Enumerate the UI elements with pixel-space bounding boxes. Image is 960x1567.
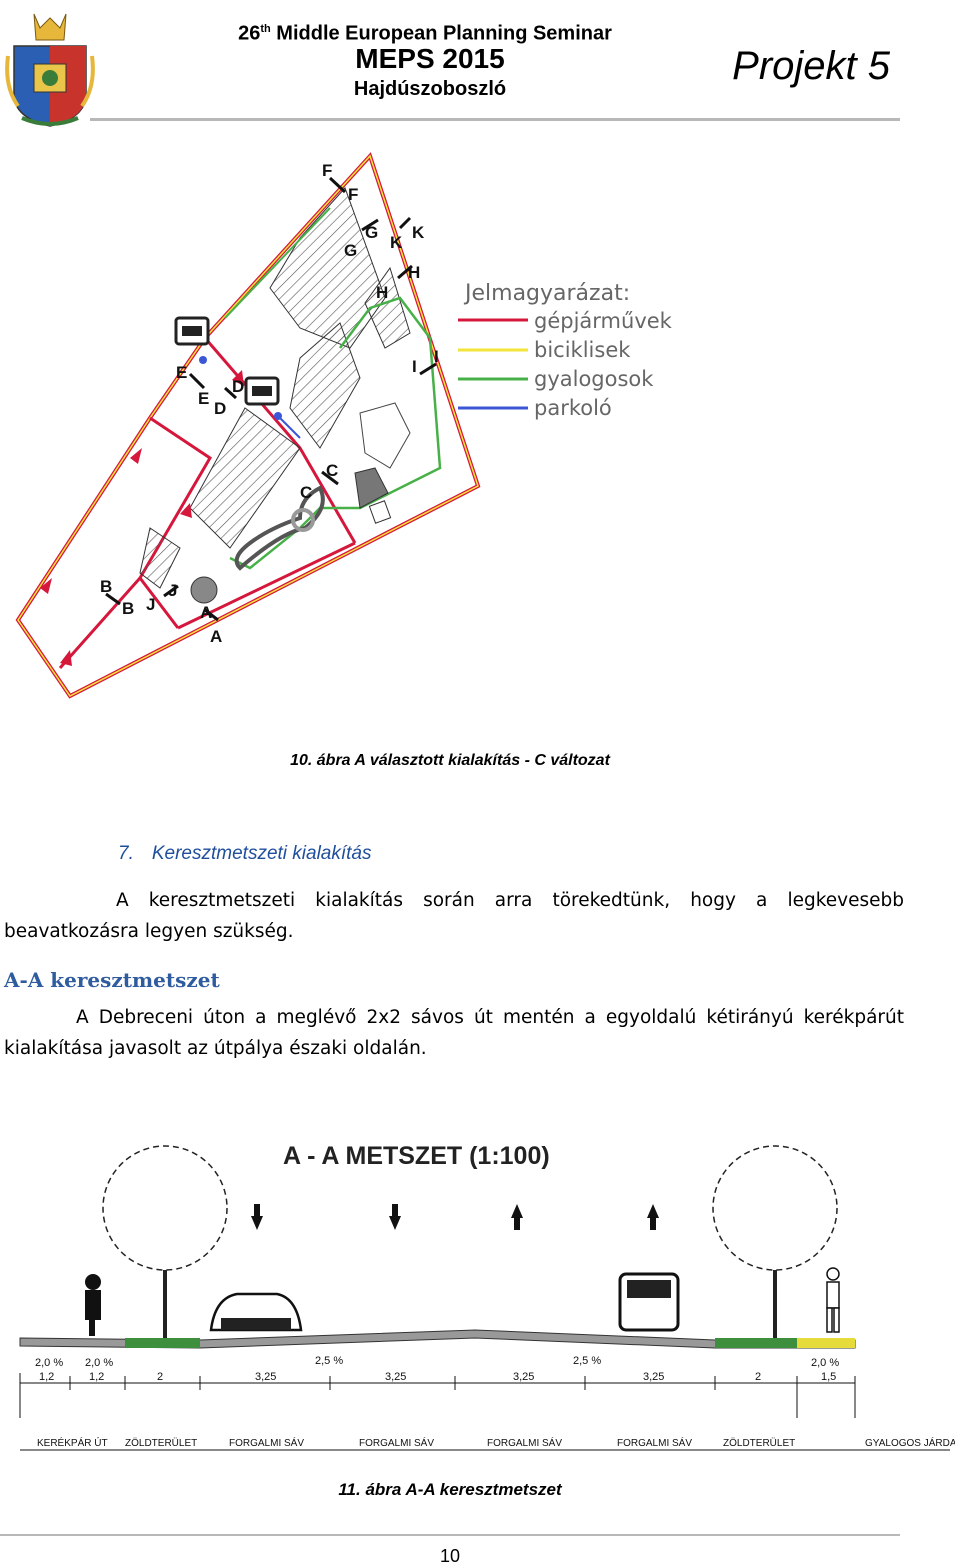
section-title: Keresztmetszeti kialakítás (151, 843, 372, 864)
svg-text:B: B (122, 599, 134, 618)
svg-text:ZÖLDTERÜLET: ZÖLDTERÜLET (125, 1437, 197, 1449)
coat-of-arms-logo (5, 13, 95, 127)
svg-text:KERÉKPÁR ÚT: KERÉKPÁR ÚT (37, 1436, 108, 1449)
page-number: 10 (439, 1546, 461, 1566)
svg-text:1,2: 1,2 (39, 1371, 54, 1383)
project-label: Projekt 5 (732, 44, 890, 88)
svg-text:E: E (198, 389, 209, 408)
svg-text:biciklisek: biciklisek (534, 338, 631, 362)
svg-text:B: B (100, 577, 112, 596)
svg-text:3,25: 3,25 (513, 1371, 534, 1383)
svg-text:A: A (200, 603, 212, 622)
meps-year: MEPS 2015 (355, 43, 505, 74)
svg-text:I: I (434, 347, 439, 366)
svg-text:I: I (412, 357, 417, 376)
svg-text:H: H (376, 283, 388, 302)
svg-text:FORGALMI SÁV: FORGALMI SÁV (487, 1436, 562, 1449)
subsection-heading: A-A keresztmetszet (4, 968, 220, 992)
figure-11-caption: 11. ábra A-A keresztmetszet (338, 1480, 562, 1499)
seminar-title: 26th Middle European Planning Seminar (238, 22, 612, 45)
svg-text:gyalogosok: gyalogosok (534, 367, 654, 391)
svg-text:2,0 %: 2,0 % (85, 1357, 113, 1369)
header-divider (90, 118, 900, 121)
svg-text:2: 2 (157, 1371, 163, 1383)
svg-text:2,0 %: 2,0 % (35, 1357, 63, 1369)
svg-text:FORGALMI SÁV: FORGALMI SÁV (229, 1436, 304, 1449)
description-paragraph: A Debreceni úton a meglévő 2x2 sávos út … (4, 1007, 904, 1059)
svg-text:2,0 %: 2,0 % (811, 1357, 839, 1369)
svg-text:Jelmagyarázat:: Jelmagyarázat: (463, 281, 630, 306)
svg-text:J: J (168, 581, 177, 600)
figure-10-caption: 10. ábra A választott kialakítás - C vál… (290, 752, 610, 769)
svg-text:K: K (412, 223, 425, 242)
svg-text:2,5 %: 2,5 % (573, 1355, 601, 1367)
city-name: Hajdúszoboszló (353, 78, 507, 100)
svg-text:ZÖLDTERÜLET: ZÖLDTERÜLET (723, 1437, 795, 1449)
svg-text:3,25: 3,25 (385, 1371, 406, 1383)
svg-text:3,25: 3,25 (255, 1371, 276, 1383)
svg-text:FORGALMI SÁV: FORGALMI SÁV (617, 1436, 692, 1449)
svg-text:gépjárművek: gépjárművek (534, 309, 673, 333)
cross-section-figure: A - A METSZET (1:100) 2,0 % 2,0 % 2,5 (19, 1142, 955, 1451)
svg-text:3,25: 3,25 (643, 1371, 664, 1383)
svg-text:GYALOGOS JÁRDA: GYALOGOS JÁRDA (865, 1436, 955, 1449)
svg-text:A - A METSZET (1:100): A - A METSZET (1:100) (283, 1142, 550, 1170)
svg-text:D: D (214, 399, 226, 418)
svg-text:K: K (390, 233, 403, 252)
svg-text:G: G (365, 223, 378, 242)
svg-text:F: F (348, 185, 358, 204)
svg-text:parkoló: parkoló (534, 396, 612, 420)
svg-text:J: J (146, 595, 155, 614)
svg-text:2,5 %: 2,5 % (315, 1355, 343, 1367)
svg-text:H: H (408, 263, 420, 282)
svg-text:1,5: 1,5 (821, 1371, 836, 1383)
svg-text:F: F (322, 161, 332, 180)
svg-text:A: A (210, 627, 222, 646)
footer-divider (0, 1534, 900, 1536)
svg-text:D: D (232, 377, 244, 396)
section-number: 7. (118, 843, 134, 864)
svg-text:C: C (300, 483, 312, 502)
section-heading: 7. Keresztmetszeti kialakítás (118, 843, 372, 865)
svg-text:E: E (176, 363, 187, 382)
svg-text:FORGALMI SÁV: FORGALMI SÁV (359, 1436, 434, 1449)
svg-text:1,2: 1,2 (89, 1371, 104, 1383)
svg-text:G: G (344, 241, 357, 260)
site-plan-figure: Jelmagyarázat: gépjárművek biciklisek gy… (15, 152, 673, 699)
svg-text:2: 2 (755, 1371, 761, 1383)
intro-paragraph: A keresztmetszeti kialakítás során arra … (4, 890, 904, 942)
svg-text:C: C (326, 461, 338, 480)
